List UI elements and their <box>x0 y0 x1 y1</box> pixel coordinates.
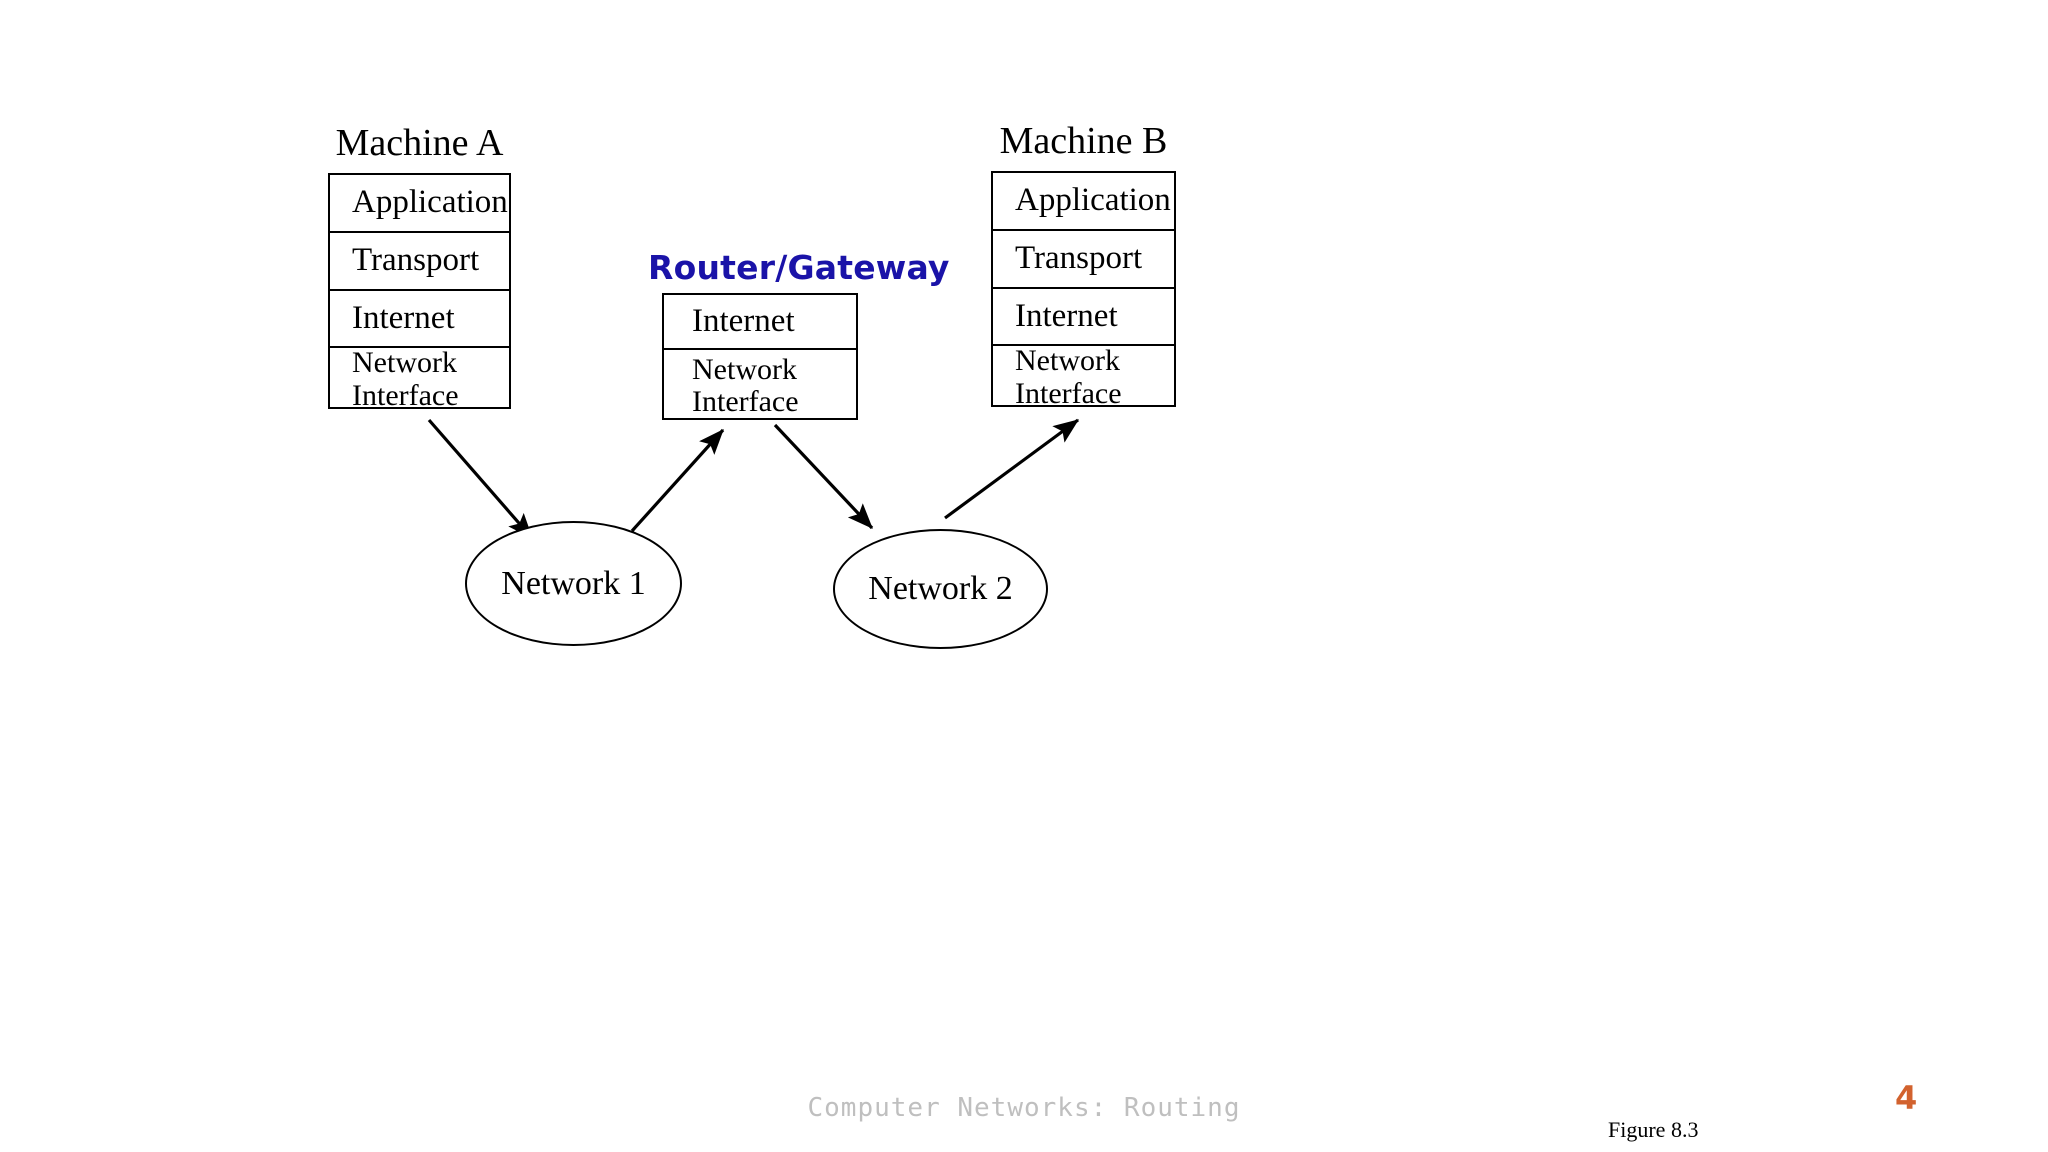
router-protocol-stack: Internet Network Interface <box>662 293 858 420</box>
machine-b-protocol-stack: Application Transport Internet Network I… <box>991 171 1176 410</box>
slide-footer-title: Computer Networks: Routing <box>807 1093 1241 1123</box>
machine-a-protocol-stack: Application Transport Internet Network I… <box>328 173 511 412</box>
machine-a-layer-network-interface[interactable]: Network Interface <box>352 346 459 412</box>
network-1-label: Network 1 <box>501 564 646 602</box>
router-gateway-label: Router/Gateway <box>648 248 950 287</box>
machine-b-layer-application[interactable]: Application <box>993 173 1174 231</box>
arrow-network-2-to-machine-b <box>944 418 1080 520</box>
arrow-router-to-network-2 <box>773 423 874 530</box>
figure-caption: Figure 8.3 <box>1608 1117 1699 1142</box>
network-2-node[interactable]: Network 2 <box>833 529 1048 649</box>
machine-b-layer-transport[interactable]: Transport <box>993 231 1174 289</box>
router-layer-network-interface[interactable]: Network Interface <box>692 352 799 418</box>
machine-b-layer-internet[interactable]: Internet <box>993 289 1174 346</box>
slide-page-number: 4 <box>1895 1079 1918 1117</box>
machine-a-layer-transport[interactable]: Transport <box>330 233 509 291</box>
router-layer-internet[interactable]: Internet <box>664 295 856 350</box>
network-1-node[interactable]: Network 1 <box>465 521 682 646</box>
machine-b-label: Machine B <box>999 120 1168 162</box>
arrow-machine-a-to-network-1 <box>427 418 534 540</box>
machine-a-layer-internet[interactable]: Internet <box>330 291 509 348</box>
machine-a-label: Machine A <box>335 122 504 164</box>
network-2-label: Network 2 <box>868 570 1013 607</box>
machine-b-layer-network-interface[interactable]: Network Interface <box>1015 344 1122 410</box>
arrow-network-1-to-router <box>630 428 725 533</box>
machine-a-layer-application[interactable]: Application <box>330 175 509 233</box>
